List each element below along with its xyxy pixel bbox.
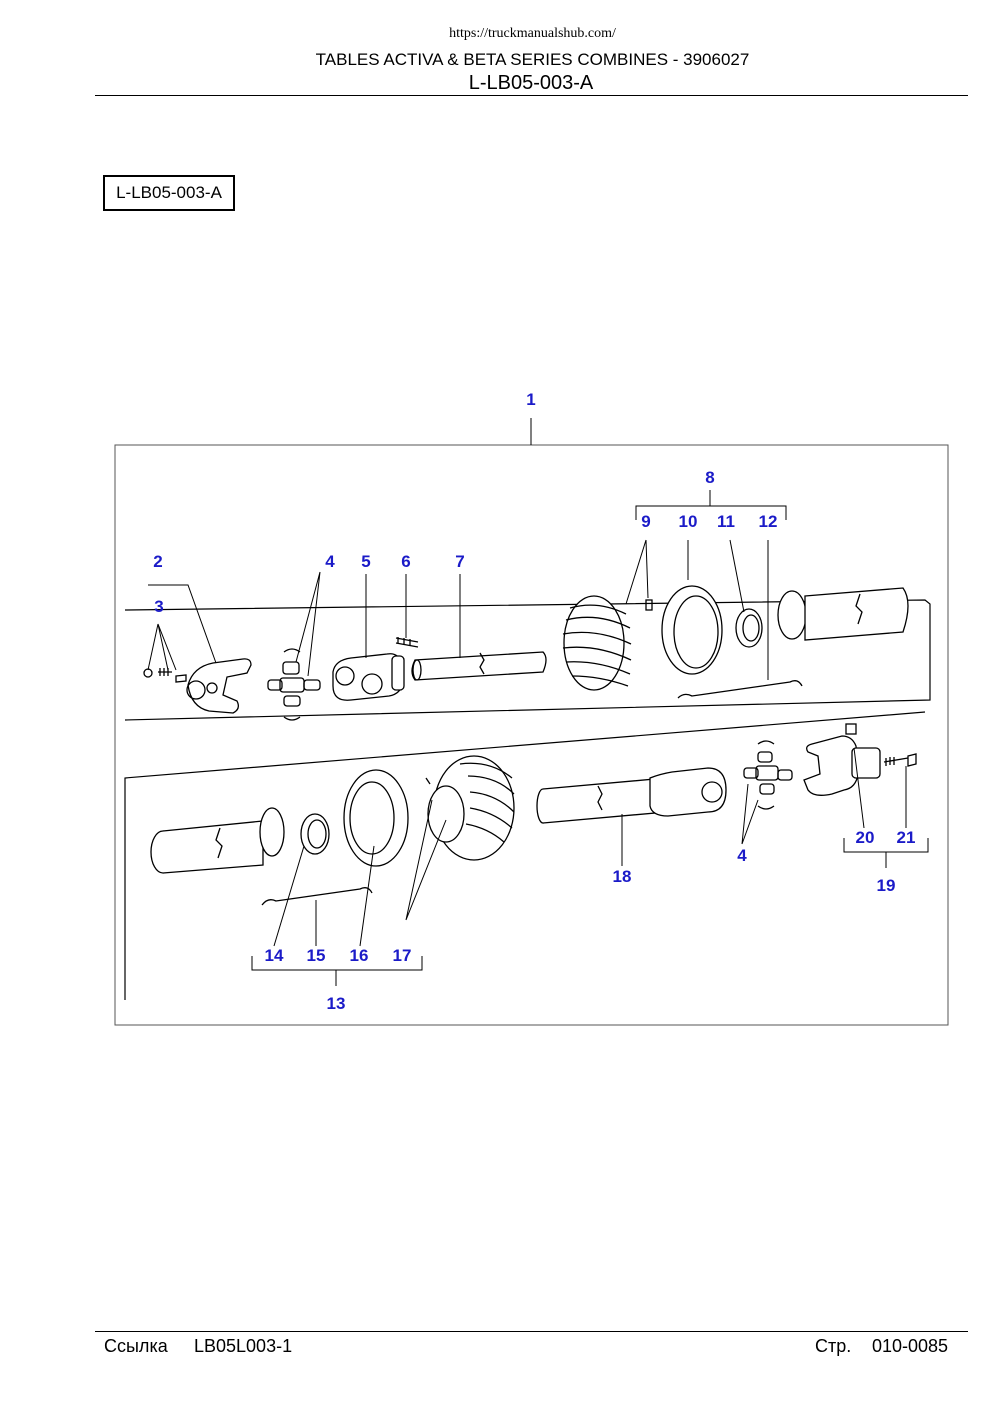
bearing-ring-inner-14	[307, 819, 327, 849]
bellows-ribs	[562, 604, 632, 687]
bellows-ribs-17	[459, 762, 515, 843]
header-divider	[95, 95, 968, 96]
callout-label: 12	[759, 512, 778, 531]
callout-label: 9	[641, 512, 650, 531]
callout-label: 11	[717, 512, 735, 531]
bolt-part	[158, 668, 172, 676]
outer-yoke-part-18	[649, 767, 727, 817]
callout-label: 19	[877, 876, 896, 895]
spring-pin-part-6	[395, 637, 419, 648]
callout-label: 20	[856, 828, 875, 847]
callout-label: 21	[897, 828, 916, 847]
cross-cap-left	[267, 679, 283, 691]
cross2-cap-left	[743, 767, 759, 779]
callout-label: 18	[613, 867, 632, 886]
safety-chain-part-12	[677, 680, 803, 699]
callout-label: 5	[361, 552, 370, 571]
callout-label: 10	[679, 512, 698, 531]
callout-label: 13	[327, 994, 346, 1013]
inner-tube-end	[412, 659, 422, 681]
footer-page-label: Стр.	[815, 1336, 852, 1356]
leader-lines	[147, 490, 929, 986]
bolt-head-21	[907, 753, 917, 767]
grease-nipple-17	[425, 777, 431, 785]
guard-cone-inner-16	[349, 781, 395, 855]
callout-label: 3	[154, 597, 163, 616]
yoke-hub	[851, 747, 881, 779]
callout-label: 2	[153, 552, 162, 571]
yoke-collar	[391, 655, 405, 691]
yoke-hole	[206, 682, 218, 694]
cross2-body	[755, 765, 779, 781]
cross2-cap-bottom	[759, 783, 775, 795]
guard-cone-inner	[673, 595, 719, 669]
footer-divider	[95, 1331, 968, 1332]
callout-label: 17	[393, 946, 412, 965]
cross2-cap-right	[777, 769, 793, 781]
lower-assembly	[150, 723, 917, 906]
bearing-ring-inner	[742, 614, 760, 642]
callout-label: 1	[526, 390, 535, 409]
inner-yoke-eye-2	[361, 673, 383, 695]
footer-ref-value: LB05L003-1	[194, 1336, 293, 1356]
nut-part-20	[845, 723, 857, 735]
inner-tube-part-7	[411, 651, 547, 681]
bolt-head	[175, 674, 187, 683]
tube-break-mark	[479, 652, 485, 675]
yoke-part-2	[187, 658, 252, 714]
tube-break-mark-18	[597, 785, 603, 811]
cross-cap-right	[303, 679, 321, 691]
cross-body	[279, 677, 305, 693]
circlips-2	[757, 740, 775, 810]
grease-nipple	[645, 599, 653, 611]
bellows-opening	[427, 785, 465, 843]
cross-cap-bottom	[283, 695, 301, 707]
nut-part	[143, 668, 153, 678]
outer-yoke-eye	[701, 781, 723, 803]
lower-tube-break-mark	[215, 827, 223, 859]
inner-yoke-eye-1	[335, 666, 355, 686]
callout-label: 4	[325, 552, 335, 571]
callout-label: 4	[737, 846, 747, 865]
lower-tube-collar	[259, 807, 285, 857]
callout-label: 8	[705, 468, 714, 487]
bolt-part-21	[883, 757, 909, 766]
lower-band-outline	[124, 711, 926, 1000]
callout-label: 14	[265, 946, 284, 965]
reference-box: L-LB05-003-A	[103, 175, 235, 211]
guard-break-mark	[855, 593, 863, 625]
yoke-bore	[186, 680, 206, 700]
upper-assembly	[143, 585, 909, 721]
safety-chain-part-15	[261, 887, 373, 906]
guard-cone-part-10	[661, 585, 723, 675]
callout-label: 7	[455, 552, 464, 571]
callout-label: 15	[307, 946, 326, 965]
callout-label: 16	[350, 946, 369, 965]
callout-label: 6	[401, 552, 410, 571]
diagram-frame	[114, 444, 949, 1026]
guard-cone-part-16	[343, 769, 409, 867]
cross2-cap-top	[757, 751, 773, 763]
yoke-part-19	[803, 735, 859, 796]
cross-cap-top	[282, 661, 300, 675]
upper-band-outline	[124, 599, 931, 721]
bearing-ring-part-11	[735, 608, 763, 648]
footer-ref-label: Ссылка	[104, 1336, 168, 1356]
bearing-ring-part-14	[300, 813, 330, 855]
outer-guard-collar	[777, 590, 807, 640]
source-url[interactable]: https://truckmanualshub.com/	[449, 26, 616, 41]
diagram-code: L-LB05-003-A	[468, 72, 594, 94]
lower-outer-tube	[162, 820, 264, 874]
outer-guard-tube	[804, 587, 909, 641]
document-title: TABLES ACTIVA & BETA SERIES COMBINES - 3…	[315, 50, 750, 69]
footer-page-value: 010-0085	[872, 1336, 949, 1356]
